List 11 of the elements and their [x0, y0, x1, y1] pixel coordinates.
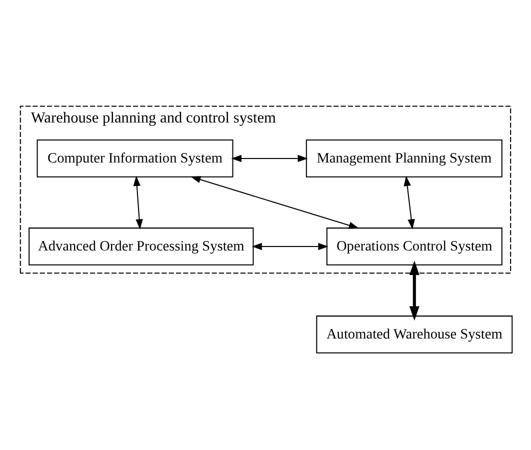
arrow — [404, 175, 415, 229]
node-box: Advanced Order Processing System — [28, 227, 254, 265]
arrow — [409, 260, 420, 320]
node-box: Computer Information System — [36, 139, 234, 177]
arrow — [252, 242, 328, 250]
node-box: Automated Warehouse System — [316, 315, 513, 353]
node-box: Management Planning System — [306, 139, 502, 177]
arrow — [231, 154, 308, 162]
arrow — [133, 175, 143, 229]
node-box: Operations Control System — [326, 227, 502, 265]
arrow — [190, 176, 360, 228]
